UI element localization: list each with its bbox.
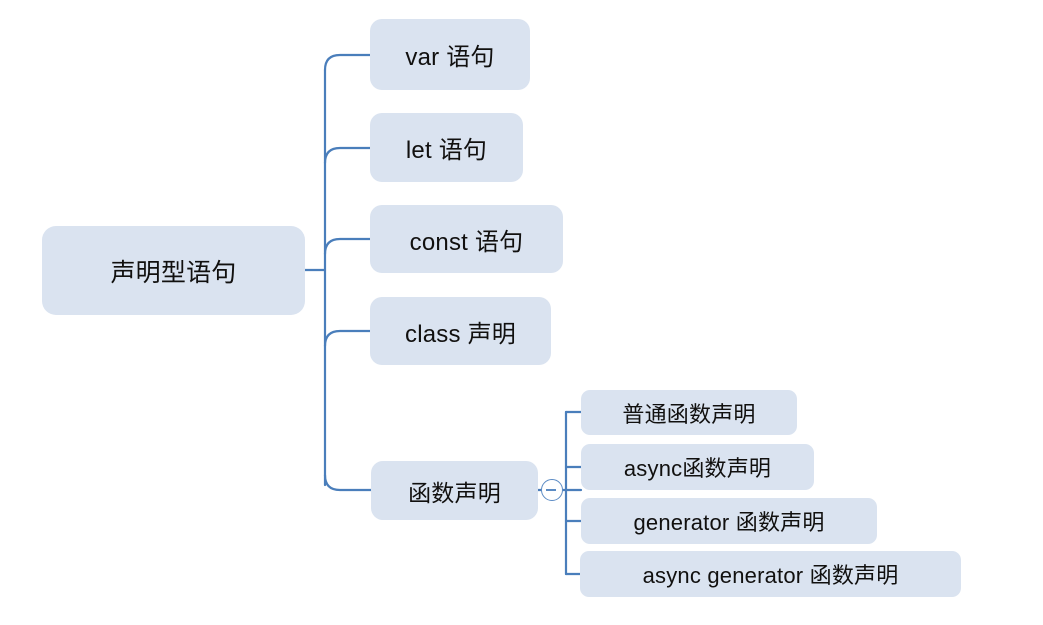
node-normal-function-declaration[interactable]: 普通函数声明	[581, 390, 797, 435]
node-var-statement[interactable]: var 语句	[370, 19, 530, 90]
node-generator-function-declaration[interactable]: generator 函数声明	[581, 498, 877, 544]
node-function-declaration-label: 函数声明	[408, 479, 501, 506]
node-const-statement-label: const 语句	[409, 228, 524, 256]
node-async-generator-function-declaration-label: async generator 函数声明	[642, 563, 899, 588]
node-var-statement-label: var 语句	[405, 44, 495, 71]
edge-to-const	[323, 237, 372, 256]
node-let-statement-label: let 语句	[405, 137, 488, 164]
node-class-declaration-label: class 声明	[405, 320, 516, 348]
minus-circle-icon[interactable]	[541, 479, 563, 501]
node-normal-function-declaration-label: 普通函数声明	[622, 401, 756, 427]
node-let-statement[interactable]: let 语句	[370, 113, 523, 182]
node-async-generator-function-declaration[interactable]: async generator 函数声明	[580, 551, 961, 597]
root-node-label: 声明型语句	[110, 258, 237, 287]
node-generator-function-declaration-label: generator 函数声明	[633, 510, 825, 535]
node-class-declaration[interactable]: class 声明	[370, 297, 551, 365]
node-function-declaration[interactable]: 函数声明	[371, 461, 538, 520]
edge-to-func	[323, 473, 373, 492]
node-const-statement[interactable]: const 语句	[370, 205, 563, 273]
edge-to-class	[323, 329, 372, 348]
root-node[interactable]: 声明型语句	[42, 226, 305, 315]
node-async-function-declaration[interactable]: async函数声明	[581, 444, 814, 490]
edge-to-let	[323, 146, 372, 165]
node-async-function-declaration-label: async函数声明	[623, 456, 772, 481]
edge-to-var	[323, 53, 372, 72]
